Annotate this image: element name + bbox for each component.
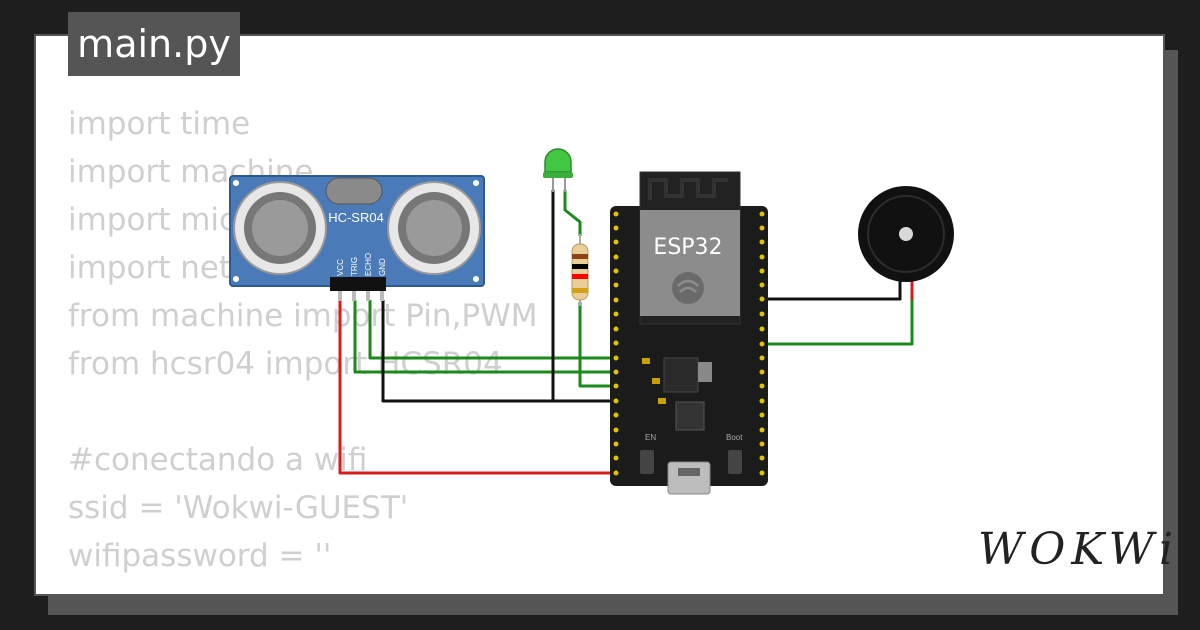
en-button[interactable]	[640, 450, 654, 474]
buzzer-center	[899, 227, 913, 241]
usb-port	[667, 461, 711, 495]
pin-label-echo: ECHO	[364, 253, 373, 276]
code-editor[interactable]: import time import machine import mic im…	[68, 100, 538, 580]
wire-echo-green	[368, 300, 616, 360]
en-button-label: EN	[645, 433, 656, 442]
code-line: from hcsr04 import HCSR04	[68, 346, 503, 382]
code-line: import time	[68, 106, 251, 142]
code-line: import mic	[68, 202, 237, 238]
sensor-pin-labels: VCC TRIG ECHO GND	[336, 253, 387, 276]
code-line: wifipassword = ''	[68, 538, 332, 574]
wokwi-logo: WOKWi	[978, 524, 1180, 575]
wire-buzzer-gnd	[762, 285, 902, 301]
esp32-chip-label: ESP32	[653, 235, 722, 260]
resistor[interactable]	[571, 234, 589, 306]
code-line: from machine import Pin,PWM	[68, 298, 538, 334]
pin-label-vcc: VCC	[336, 259, 345, 276]
wire-gnd-black	[381, 300, 616, 403]
pin-label-trig: TRIG	[350, 257, 359, 276]
boot-button-label: Boot	[726, 433, 743, 442]
boot-button[interactable]	[728, 450, 742, 474]
wire-vcc-red	[338, 300, 616, 475]
green-led[interactable]	[543, 148, 573, 192]
file-tab-main-py[interactable]: main.py	[68, 12, 240, 76]
preview-card	[34, 34, 1165, 596]
sensor-name-label: HC-SR04	[328, 210, 384, 225]
code-line: ssid = 'Wokwi-GUEST'	[68, 490, 409, 526]
code-line: import net	[68, 250, 232, 286]
wire-resistor-gpio	[578, 302, 616, 388]
hcsr04-sensor[interactable]: HC-SR04 VCC TRIG ECHO GND	[229, 175, 485, 301]
sensor-header-pins	[330, 277, 386, 301]
pin-label-gnd: GND	[378, 258, 387, 276]
piezo-buzzer[interactable]	[858, 186, 954, 300]
wire-buzzer-signal	[762, 285, 914, 346]
esp32-pin-headers	[613, 211, 765, 476]
esp32-board[interactable]: ESP32 EN Boot	[610, 171, 768, 495]
wire-trig-green	[353, 300, 616, 374]
wire-led-anode	[563, 190, 582, 236]
